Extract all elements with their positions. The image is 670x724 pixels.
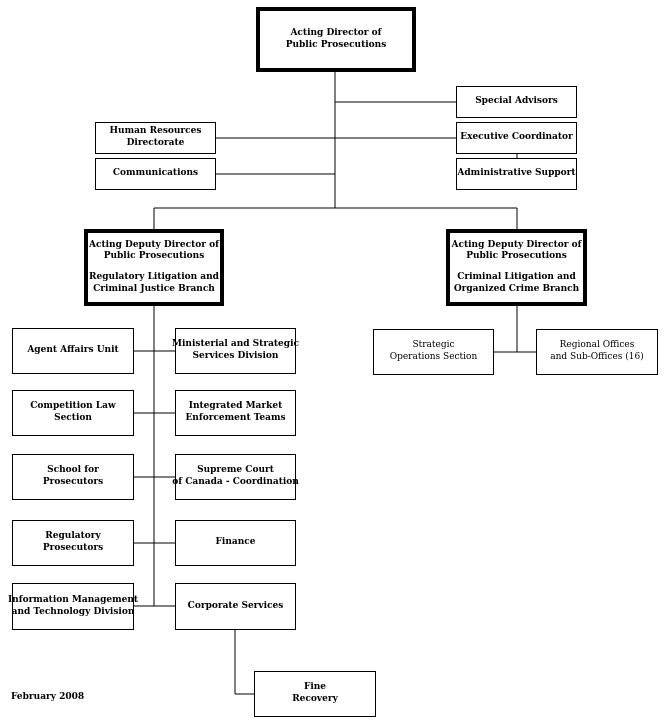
human-resources-line1: Human Resources [109, 126, 202, 137]
deputy-criminal-line4: Organized Crime Branch [453, 283, 580, 294]
corporate-services-label: Corporate Services [187, 600, 284, 611]
fine-recovery-box: Fine Recovery [254, 671, 376, 717]
competition-law-line2: Section [54, 413, 92, 423]
ministerial-line2: Services Division [192, 351, 279, 361]
finance-label: Finance [215, 537, 256, 548]
footer-date: February 2008 [11, 692, 85, 702]
corporate-services-box: Corporate Services [175, 583, 296, 630]
school-line1: School for [47, 465, 99, 476]
director-title-line2: Public Prosecutions [285, 39, 387, 50]
strategic-operations-box: Strategic Operations Section [373, 329, 494, 375]
executive-coordinator-label: Executive Coordinator [460, 132, 573, 143]
deputy-regulatory-line1: Acting Deputy Director of [89, 239, 219, 250]
ministerial-line1: Ministerial and Strategic [172, 339, 299, 350]
finance-box: Finance [175, 520, 296, 566]
regulatory-prosecutors-box: Regulatory Prosecutors [12, 520, 134, 566]
school-line2: Prosecutors [42, 477, 104, 487]
director-title-line1: Acting Director of [290, 27, 382, 38]
strategic-operations-line1: Strategic [412, 340, 455, 351]
regulatory-prosecutors-line2: Prosecutors [42, 543, 104, 553]
deputy-regulatory-line2: Public Prosecutions [103, 251, 205, 262]
supreme-court-line1: Supreme Court [197, 465, 274, 476]
deputy-criminal-line1: Acting Deputy Director of [451, 239, 582, 250]
regional-offices-box: Regional Offices and Sub-Offices (16) [536, 329, 658, 375]
regional-offices-line2: and Sub-Offices (16) [550, 352, 644, 362]
human-resources-box: Human Resources Directorate [95, 122, 216, 154]
regional-offices-line1: Regional Offices [559, 340, 635, 351]
integrated-market-line2: Enforcement Teams [185, 413, 286, 423]
school-box: School for Prosecutors [12, 454, 134, 500]
competition-law-box: Competition Law Section [12, 390, 134, 436]
integrated-market-line1: Integrated Market [188, 401, 283, 412]
regulatory-prosecutors-line1: Regulatory [45, 531, 101, 542]
deputy-criminal-box: Acting Deputy Director of Public Prosecu… [446, 229, 587, 306]
administrative-support-label: Administrative Support [457, 168, 576, 179]
agent-affairs-label: Agent Affairs Unit [27, 345, 119, 356]
supreme-court-box: Supreme Court of Canada - Coordination [172, 454, 299, 500]
agent-affairs-box: Agent Affairs Unit [12, 328, 134, 374]
supreme-court-line2: of Canada - Coordination [172, 477, 299, 487]
competition-law-line1: Competition Law [30, 401, 116, 412]
administrative-support-box: Administrative Support [456, 158, 577, 190]
strategic-operations-line2: Operations Section [389, 352, 478, 362]
director-box: Acting Director of Public Prosecutions [256, 7, 416, 72]
ministerial-box: Ministerial and Strategic Services Divis… [172, 328, 299, 374]
info-management-line1: Information Management [7, 594, 139, 605]
executive-coordinator-box: Executive Coordinator [456, 122, 577, 154]
integrated-market-box: Integrated Market Enforcement Teams [175, 390, 296, 436]
deputy-regulatory-line4: Criminal Justice Branch [93, 283, 215, 294]
communications-box: Communications [95, 158, 216, 190]
deputy-regulatory-line3: Regulatory Litigation and [89, 272, 219, 282]
fine-recovery-line2: Recovery [292, 694, 338, 704]
deputy-criminal-line2: Public Prosecutions [466, 251, 567, 262]
deputy-regulatory-box: Acting Deputy Director of Public Prosecu… [84, 229, 224, 306]
info-management-line2: and Technology Division [11, 606, 135, 617]
special-advisors-label: Special Advisors [475, 96, 558, 107]
fine-recovery-line1: Fine [303, 682, 327, 693]
communications-label: Communications [112, 168, 199, 179]
special-advisors-box: Special Advisors [456, 86, 577, 118]
deputy-criminal-line3: Criminal Litigation and [457, 272, 576, 282]
info-management-box: Information Management and Technology Di… [8, 583, 138, 630]
human-resources-line2: Directorate [126, 138, 185, 148]
